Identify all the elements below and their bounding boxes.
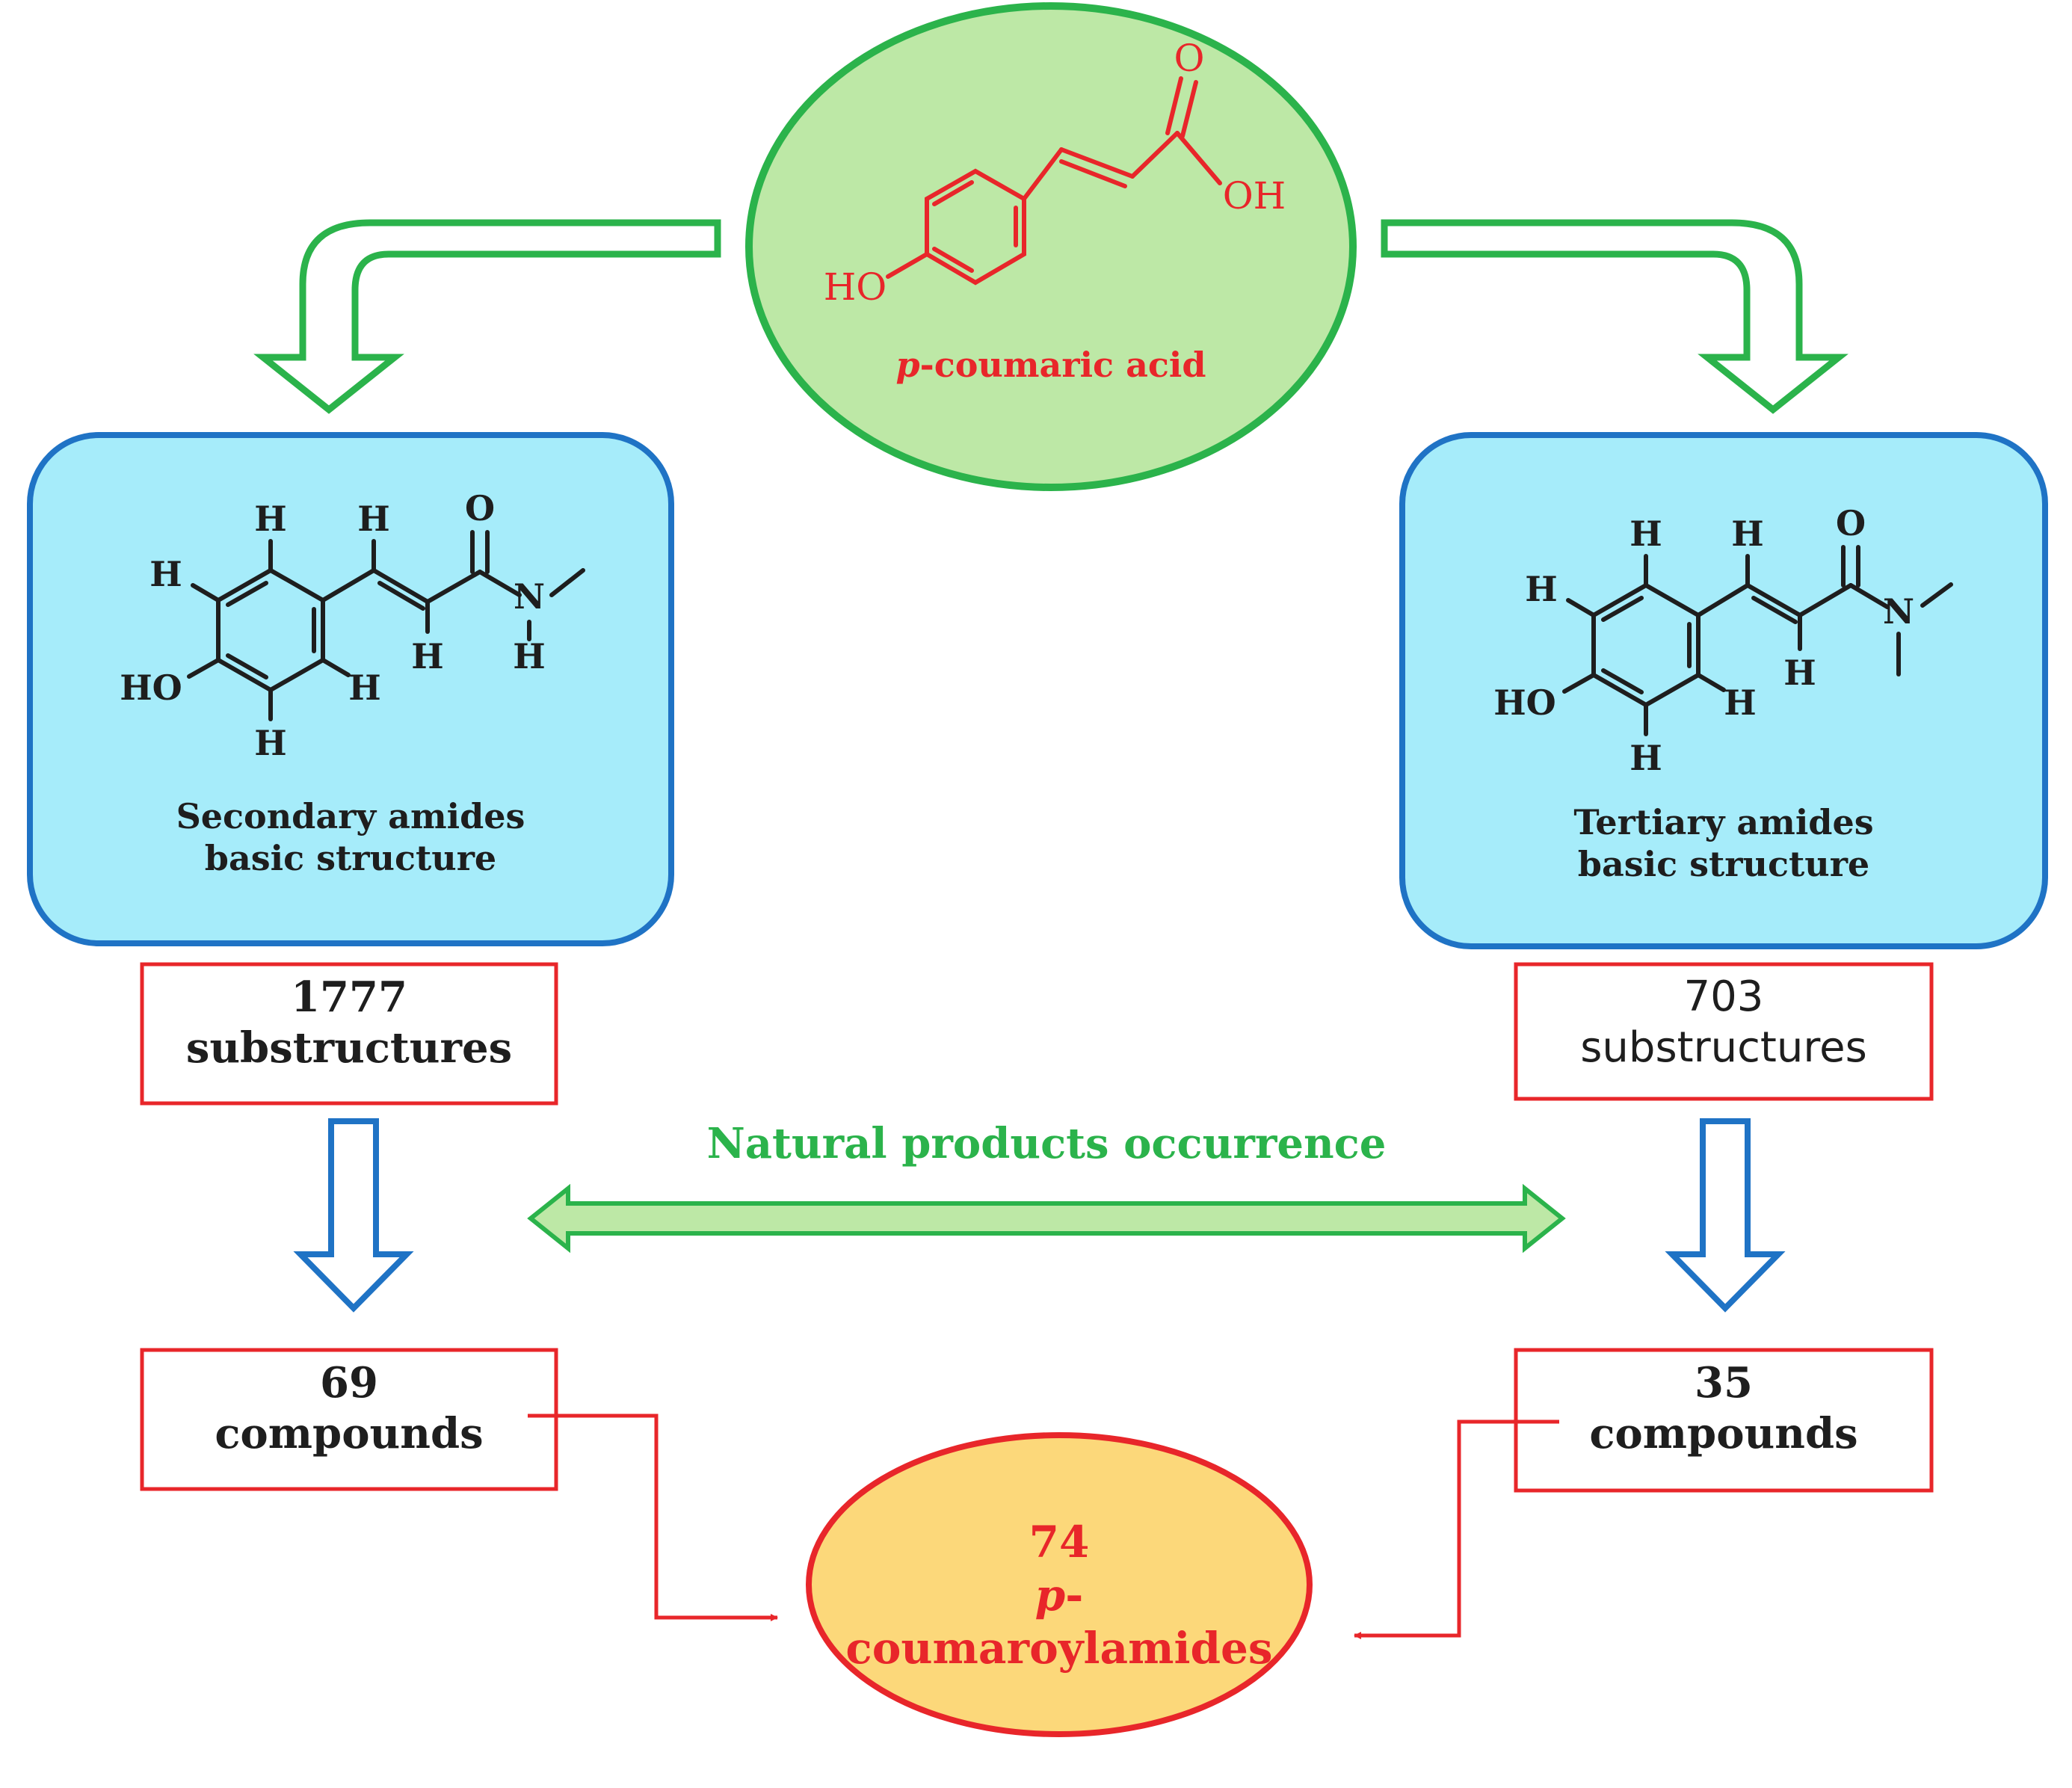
atom-oh-right: OH — [1222, 174, 1286, 218]
ter-atom-h3: H — [1525, 569, 1558, 609]
left-compounds-box — [140, 1348, 558, 1491]
left-substructures-number: 1777 — [291, 972, 407, 1022]
left-substructures-label: 1777 substructures — [142, 972, 556, 1074]
ter-atom-h2: H — [1731, 514, 1764, 554]
secondary-amide-structure — [187, 530, 585, 721]
right-compounds-unit: compounds — [1589, 1409, 1858, 1459]
right-substructures-unit: substructures — [1580, 1023, 1867, 1073]
result-node-label: 74 p-coumaroylamides — [822, 1516, 1296, 1674]
sec-atom-h6: H — [348, 668, 381, 708]
atom-ho-left: HO — [823, 265, 887, 309]
secondary-title-line1: Secondary amides — [176, 796, 525, 836]
green-arrow-left — [253, 219, 721, 414]
right-substructures-label: 703 substructures — [1516, 972, 1931, 1074]
coumaric-acid-structure — [886, 76, 1222, 286]
sec-atom-h2: H — [357, 499, 390, 539]
start-node-label-italic: p — [895, 345, 920, 385]
right-substructures-box — [1514, 962, 1934, 1101]
start-node-label-rest: -coumaric acid — [919, 345, 1206, 385]
left-compounds-unit: compounds — [215, 1409, 484, 1459]
right-substructures-number: 703 — [1683, 972, 1764, 1021]
ter-atom-o: O — [1835, 503, 1866, 543]
secondary-amides-box — [27, 432, 674, 946]
start-node-ellipse — [745, 2, 1357, 491]
natural-products-label: Natural products occurrence — [706, 1119, 1387, 1168]
result-label-italic: p — [1035, 1569, 1066, 1621]
sec-atom-h7: H — [254, 723, 287, 763]
left-compounds-label: 69 compounds — [142, 1357, 556, 1460]
ter-atom-ho: HO — [1493, 682, 1556, 723]
sec-atom-n: N — [513, 576, 546, 617]
sec-atom-ho: HO — [120, 668, 182, 708]
result-label-rest: -coumaroylamides — [845, 1569, 1273, 1674]
left-compounds-number: 69 — [320, 1358, 378, 1408]
right-compounds-box — [1514, 1348, 1934, 1493]
right-compounds-number: 35 — [1695, 1358, 1753, 1408]
green-arrow-right — [1381, 219, 1849, 414]
ter-atom-h5: H — [1724, 682, 1757, 723]
start-node-label: p-coumaric acid — [882, 344, 1220, 386]
tertiary-title-line1: Tertiary amides — [1573, 802, 1874, 842]
atom-o-top: O — [1174, 37, 1205, 80]
sec-atom-o: O — [464, 488, 496, 528]
ter-atom-h6: H — [1629, 738, 1662, 778]
sec-atom-h1: H — [254, 499, 287, 539]
ter-atom-n: N — [1882, 591, 1915, 632]
tertiary-title: Tertiary amides basic structure — [1477, 801, 1970, 885]
secondary-title: Secondary amides basic structure — [105, 795, 596, 879]
left-substructures-unit: substructures — [185, 1023, 513, 1073]
green-double-arrow — [527, 1183, 1566, 1254]
secondary-title-line2: basic structure — [204, 838, 497, 879]
sec-atom-h3: H — [149, 554, 182, 594]
sec-atom-h5: H — [513, 636, 546, 676]
sec-atom-h4: H — [411, 636, 444, 676]
tertiary-amide-structure — [1562, 545, 1953, 736]
blue-arrow-left — [293, 1118, 414, 1313]
result-node-ellipse — [806, 1432, 1313, 1737]
result-label: p-coumaroylamides — [822, 1569, 1296, 1675]
connector-right — [1354, 1419, 1559, 1639]
ter-atom-h4: H — [1783, 653, 1816, 693]
left-substructures-box — [140, 962, 558, 1106]
ter-atom-h1: H — [1629, 514, 1662, 554]
right-compounds-label: 35 compounds — [1516, 1357, 1931, 1460]
connector-left — [528, 1414, 778, 1621]
blue-arrow-right — [1665, 1118, 1786, 1313]
result-number: 74 — [1029, 1517, 1090, 1567]
tertiary-title-line2: basic structure — [1577, 844, 1870, 885]
